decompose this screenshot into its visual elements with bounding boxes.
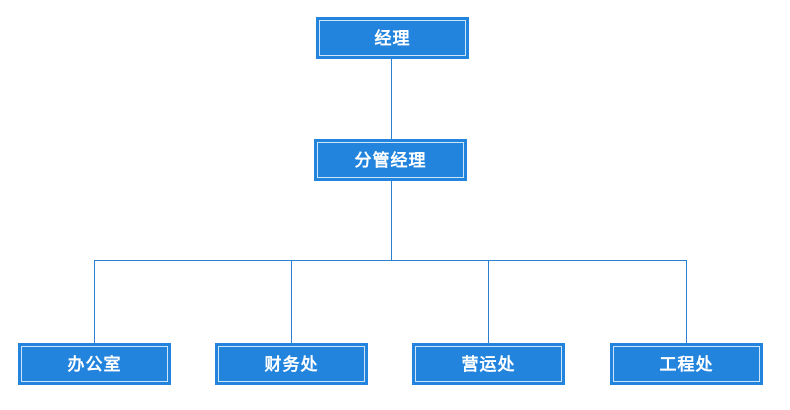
- org-node-manager-label: 经理: [374, 28, 411, 48]
- connector-drop-finance: [291, 260, 292, 343]
- connector-manager-to-deputy: [391, 59, 392, 139]
- org-node-engineering-dept-label: 工程处: [659, 354, 714, 374]
- connector-drop-engineering: [686, 260, 687, 343]
- org-node-operations-dept-label: 营运处: [461, 354, 516, 374]
- connector-drop-operations: [488, 260, 489, 343]
- connector-branch-rail: [94, 260, 687, 261]
- org-node-operations-dept[interactable]: 营运处: [412, 343, 565, 385]
- org-node-deputy-manager[interactable]: 分管经理: [314, 139, 467, 181]
- org-node-finance-dept-label: 财务处: [264, 354, 319, 374]
- connector-drop-office: [94, 260, 95, 343]
- connector-deputy-to-rail: [391, 181, 392, 260]
- org-node-deputy-manager-label: 分管经理: [354, 150, 427, 170]
- org-node-office[interactable]: 办公室: [18, 343, 171, 385]
- org-node-office-label: 办公室: [67, 354, 122, 374]
- org-node-finance-dept[interactable]: 财务处: [215, 343, 368, 385]
- org-node-manager[interactable]: 经理: [316, 17, 469, 59]
- org-node-engineering-dept[interactable]: 工程处: [610, 343, 763, 385]
